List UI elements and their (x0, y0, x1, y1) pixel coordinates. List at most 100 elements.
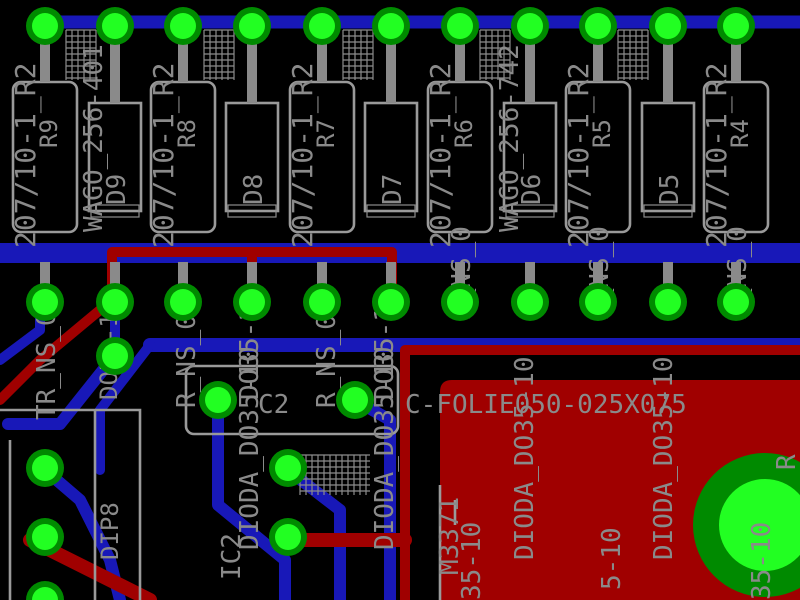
footprint-hatch (479, 29, 511, 80)
resistor-designator: R8 (173, 119, 201, 148)
pad[interactable] (303, 7, 341, 45)
top-trace (0, 295, 117, 405)
pad[interactable] (96, 283, 134, 321)
diode-cathode-band (505, 204, 555, 218)
pad[interactable] (649, 283, 687, 321)
pad-core (447, 289, 473, 315)
pad-core (275, 455, 301, 481)
diode-package-label: DIODA_DO35-10 (370, 347, 400, 551)
pad[interactable] (233, 283, 271, 321)
pad-core (275, 524, 301, 550)
resistor-designator: R5 (588, 119, 616, 148)
resistor-designator: R4 (726, 119, 754, 148)
pad[interactable] (511, 7, 549, 45)
resistor-value-label: 207/10-1_R2 (700, 63, 734, 248)
diode-cathode-band (643, 204, 693, 218)
pad-core (32, 587, 58, 600)
pad-core (447, 13, 473, 39)
diode-cathode-band (366, 204, 416, 218)
pad-core (655, 289, 681, 315)
pad-core (723, 13, 749, 39)
pad[interactable] (649, 7, 687, 45)
pad[interactable] (303, 283, 341, 321)
pad[interactable] (26, 283, 64, 321)
bottom-trace (282, 464, 346, 600)
pad[interactable] (372, 7, 410, 45)
capacitor-c2-outline (184, 364, 400, 436)
diode-designator: D5 (655, 174, 685, 205)
pad[interactable] (96, 7, 134, 45)
resistor-value-label: 207/10-1_R2 (562, 63, 596, 248)
pad-core (585, 13, 611, 39)
resistor-designator: R7 (312, 119, 340, 148)
pad-core (102, 13, 128, 39)
pad-core (32, 289, 58, 315)
pad[interactable] (233, 7, 271, 45)
pads-layer[interactable] (26, 7, 755, 600)
component-label: M3371 (435, 497, 465, 575)
pad-core (170, 289, 196, 315)
pad[interactable] (372, 283, 410, 321)
pad[interactable] (336, 381, 374, 419)
pad-core (32, 455, 58, 481)
resistor-ns-label: R_NS_0 (172, 314, 202, 408)
pad-core (32, 524, 58, 550)
pad-core (517, 289, 543, 315)
pad-core (723, 289, 749, 315)
pad[interactable] (579, 283, 617, 321)
diode-designator: D8 (239, 174, 269, 205)
pad-core (205, 387, 231, 413)
bottom-trace (212, 394, 291, 600)
pad-core (102, 343, 128, 369)
resistor-designator: R9 (35, 119, 63, 148)
pad[interactable] (26, 449, 64, 487)
pad[interactable] (441, 7, 479, 45)
pad-core (655, 13, 681, 39)
pad[interactable] (511, 283, 549, 321)
pad-core (517, 13, 543, 39)
pad[interactable] (579, 7, 617, 45)
pad[interactable] (199, 381, 237, 419)
pad[interactable] (26, 581, 64, 600)
diode-package-label: 35-10 (747, 522, 777, 600)
diode-designator: D6 (517, 174, 547, 205)
pad-core (102, 289, 128, 315)
pad-core (32, 13, 58, 39)
pad[interactable] (164, 7, 202, 45)
pad-core (239, 13, 265, 39)
bottom-trace (2, 349, 121, 430)
pad[interactable] (96, 337, 134, 375)
terminal-block-label: WAGO_256-401 (79, 44, 109, 232)
mounting-hole-pad[interactable] (719, 479, 800, 571)
pad[interactable] (717, 7, 755, 45)
resistor-value-label: 207/10-1_R2 (424, 63, 458, 248)
pad-core (342, 387, 368, 413)
diode-cathode-band (90, 204, 140, 218)
diode-package-label: DIODA_DO35-10 (235, 347, 265, 551)
pad-core (239, 289, 265, 315)
capacitor-c2-label: C2 (258, 390, 289, 420)
diode-package-label: 5-10 (597, 527, 627, 590)
resistor-value-label: 207/10-1_R2 (286, 63, 320, 248)
capacitor-foil-label: C-FOLIE050-025X075 (405, 390, 687, 420)
pad[interactable] (164, 283, 202, 321)
resistor-designator: R6 (450, 119, 478, 148)
pad[interactable] (441, 283, 479, 321)
diode-designator: D9 (102, 174, 132, 205)
terminal-block-label: WAGO_256-742 (495, 44, 525, 232)
connector-outline (95, 408, 142, 600)
pad-core (378, 289, 404, 315)
pad-core (378, 13, 404, 39)
pad[interactable] (717, 283, 755, 321)
pad[interactable] (26, 7, 64, 45)
pad[interactable] (26, 518, 64, 556)
ic-designator: IC2 (217, 533, 247, 580)
pad[interactable] (269, 518, 307, 556)
footprint-hatch (65, 29, 97, 80)
footprint-hatch (617, 29, 649, 80)
pad[interactable] (269, 449, 307, 487)
ic-package-label: DIP8 (96, 502, 124, 560)
